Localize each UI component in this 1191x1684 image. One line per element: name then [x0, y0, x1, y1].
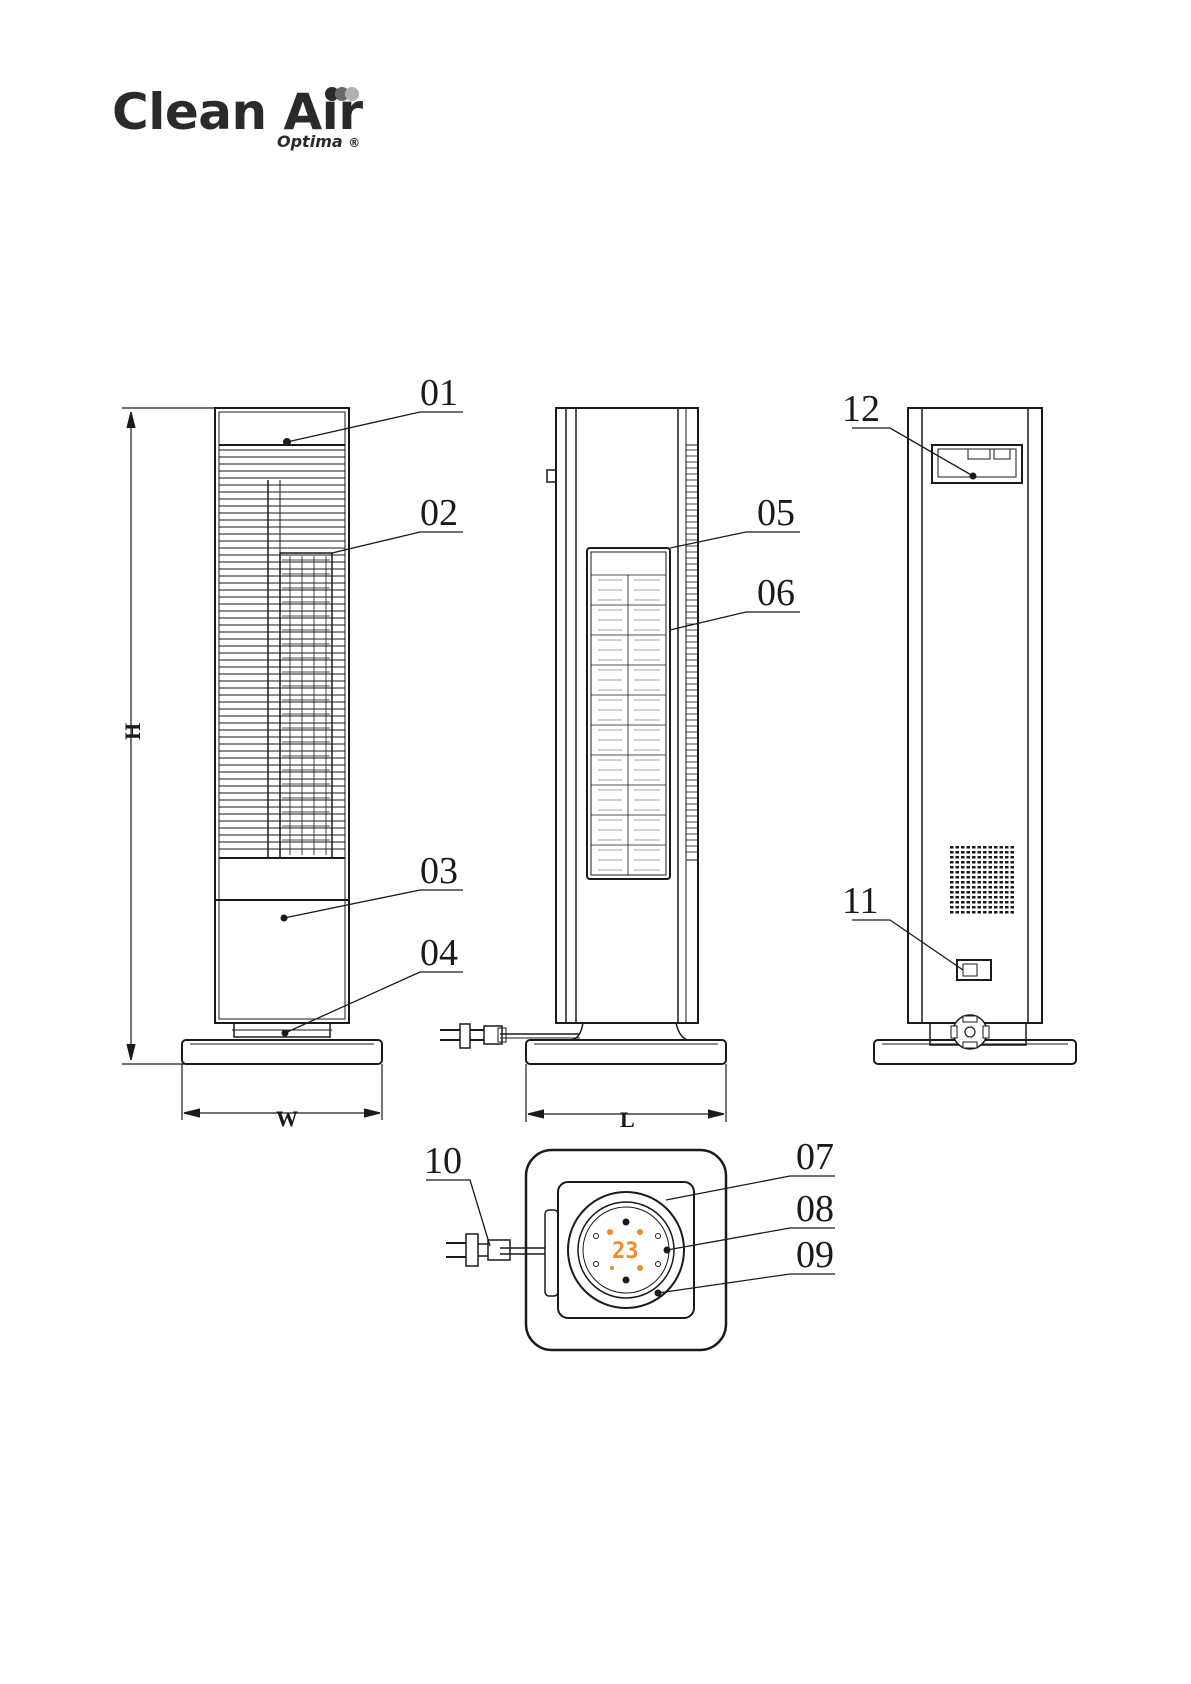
callout-08: 08	[796, 1188, 834, 1230]
callout-04: 04	[420, 932, 458, 974]
callout-09: 09	[796, 1234, 834, 1276]
rear-view	[874, 408, 1076, 1064]
callout-11: 11	[842, 880, 879, 922]
callout-leaders	[284, 412, 973, 1293]
temperature-display: 23	[612, 1239, 639, 1264]
callout-07: 07	[796, 1136, 834, 1178]
callout-01: 01	[420, 372, 458, 414]
callout-06: 06	[757, 572, 795, 614]
front-view	[182, 408, 382, 1064]
callout-10: 10	[424, 1140, 462, 1182]
width-label: W	[276, 1106, 298, 1131]
height-label: H	[120, 723, 145, 740]
callout-12: 12	[842, 388, 880, 430]
length-label: L	[620, 1107, 635, 1132]
callout-labels: 01 02 03 04 05 06 07 08 09 10 11 12 H W …	[120, 372, 880, 1276]
callout-03: 03	[420, 850, 458, 892]
callout-05: 05	[757, 492, 795, 534]
callout-02: 02	[420, 492, 458, 534]
side-view	[440, 408, 726, 1064]
top-view	[446, 1150, 726, 1350]
